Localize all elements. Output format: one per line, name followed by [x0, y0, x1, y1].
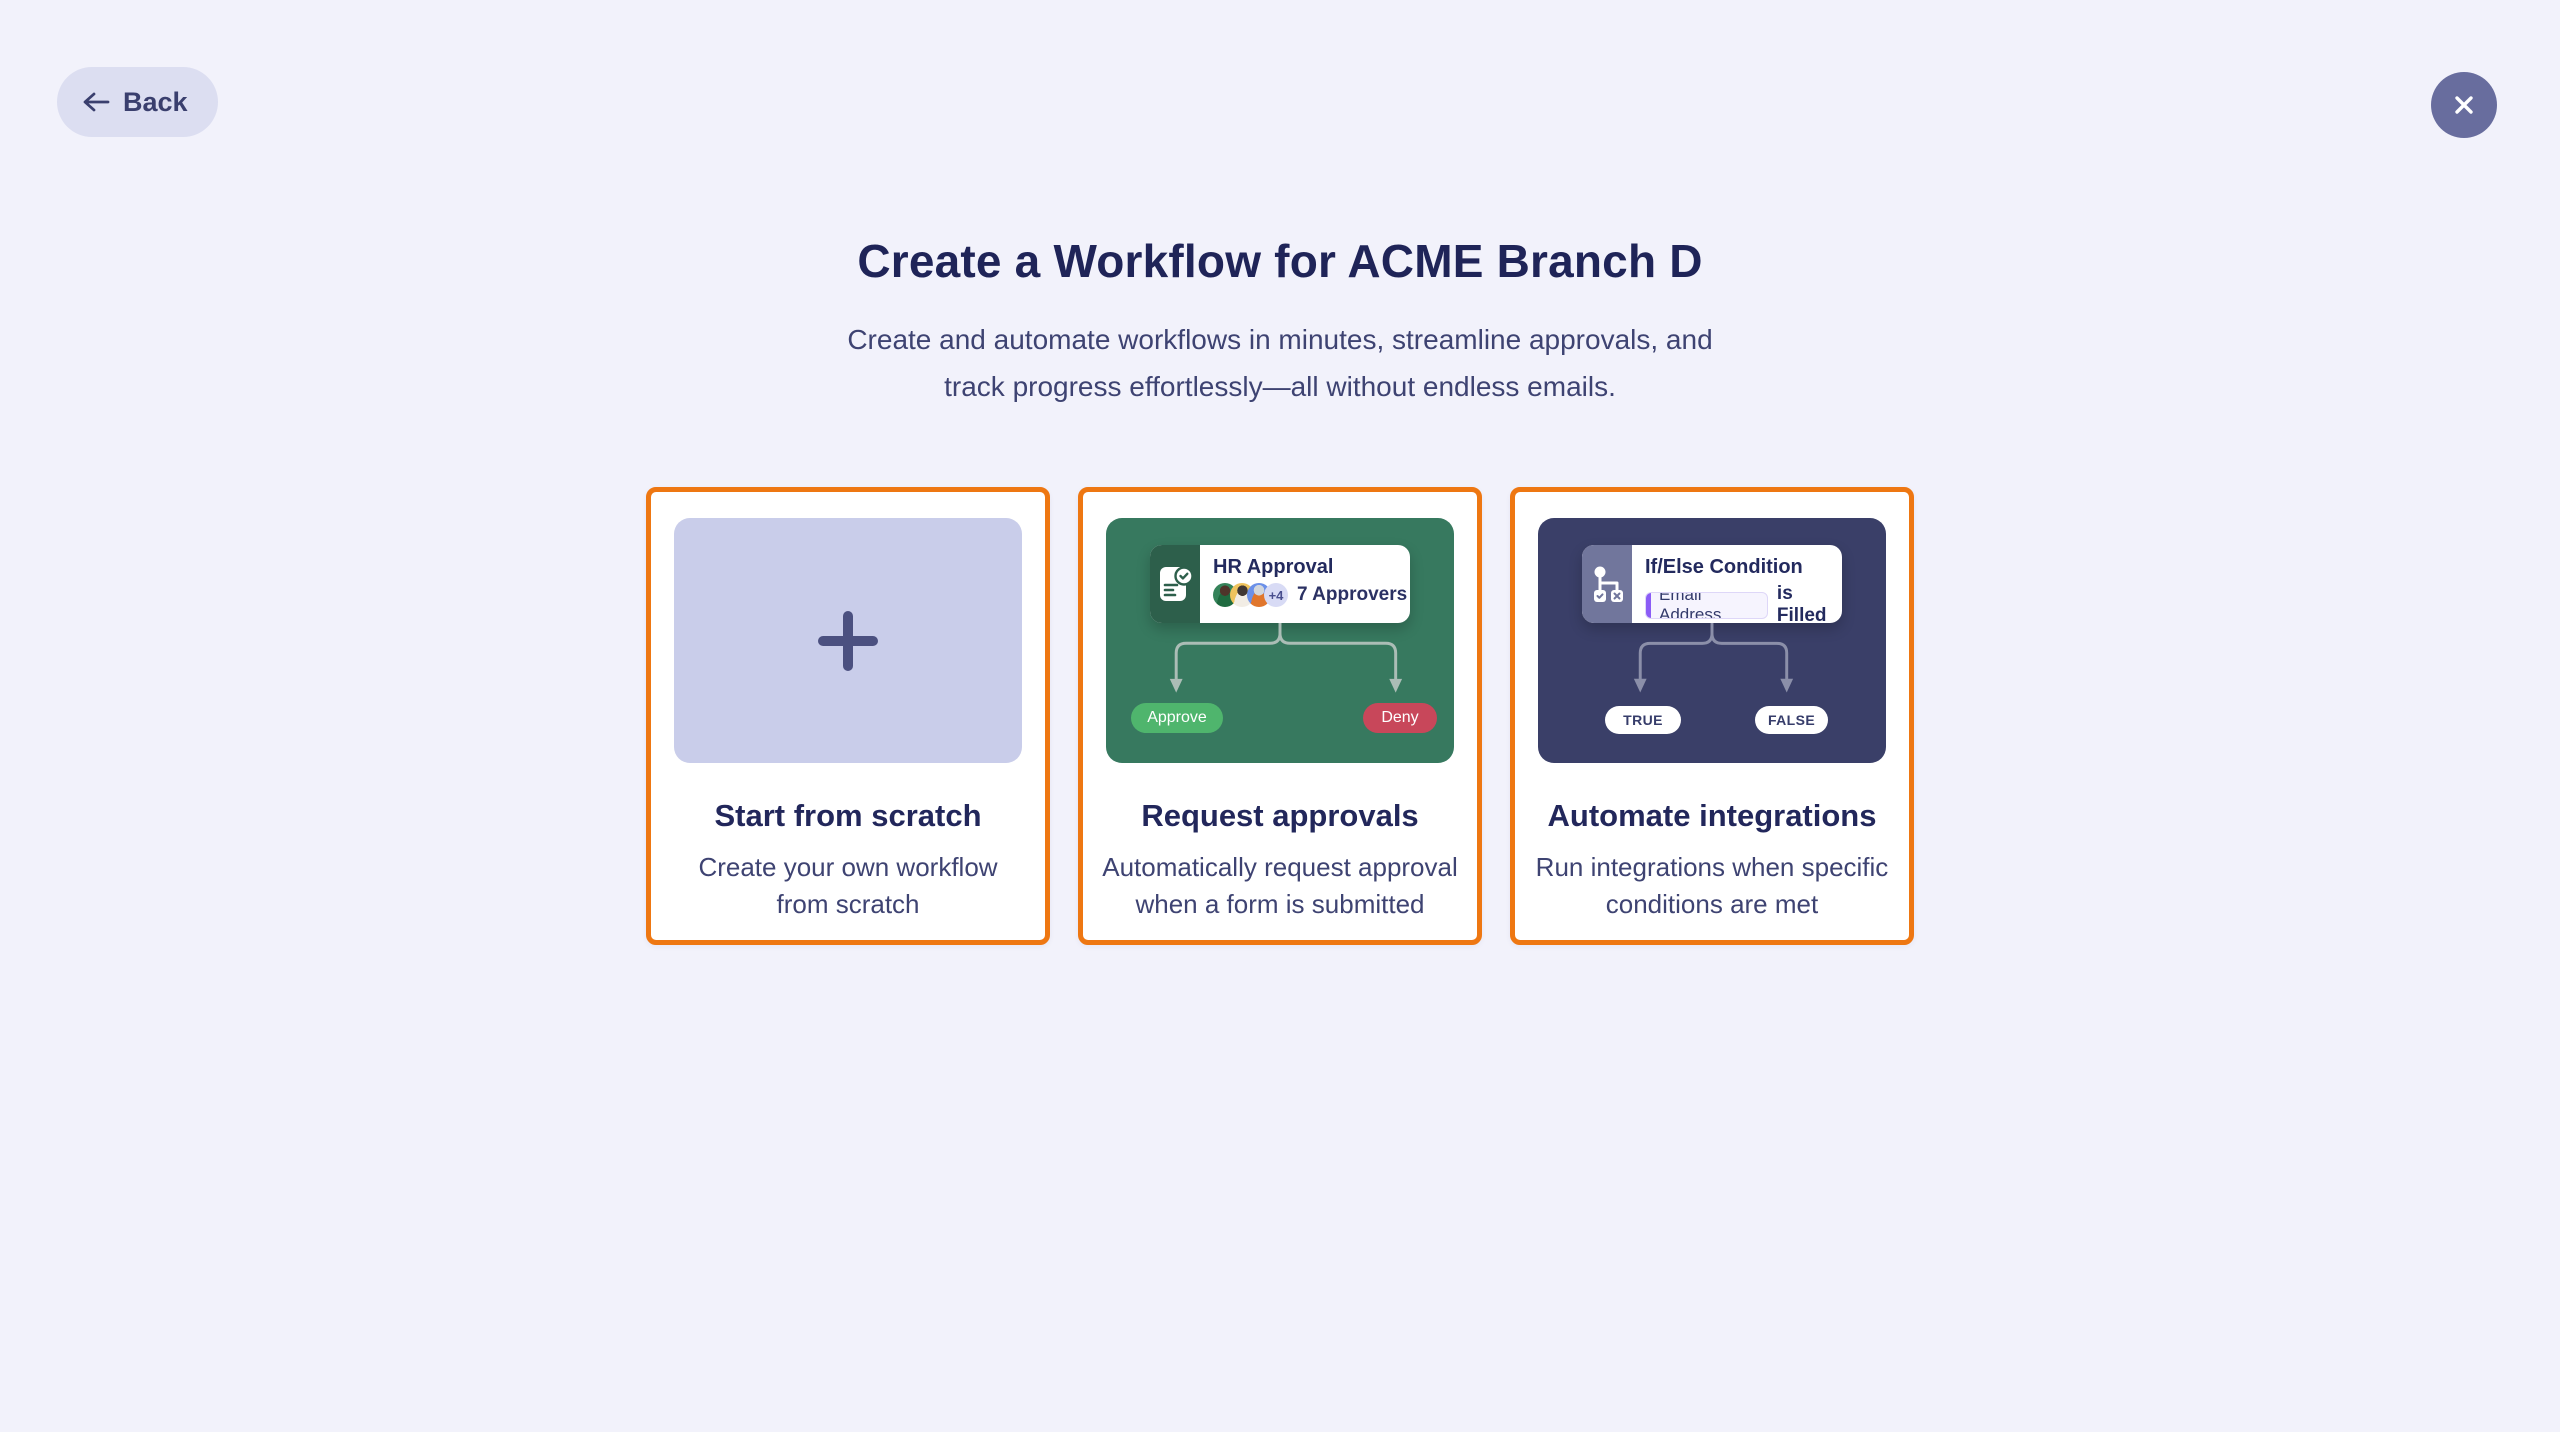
avatar-stack: +4 7 Approvers [1213, 583, 1410, 607]
card-description-line2: from scratch [776, 889, 920, 919]
page-title: Create a Workflow for ACME Branch D [857, 235, 1703, 287]
card-description: Automatically request approval when a fo… [1083, 849, 1477, 923]
window-bottom-edge [0, 1432, 2560, 1439]
approval-node: HR Approval +4 7 Approvers [1150, 545, 1410, 623]
false-pill: FALSE [1755, 706, 1828, 734]
scratch-preview-panel [674, 518, 1022, 763]
approvers-label: 7 Approvers [1297, 584, 1408, 605]
card-description: Run integrations when specific condition… [1515, 849, 1909, 923]
card-title: Automate integrations [1547, 798, 1877, 833]
true-pill: TRUE [1605, 706, 1681, 734]
back-arrow-icon [81, 90, 111, 114]
card-description-line1: Run integrations when specific [1535, 852, 1889, 882]
card-title: Request approvals [1141, 798, 1419, 833]
approve-pill: Approve [1131, 703, 1223, 733]
ifelse-node-title: If/Else Condition [1645, 556, 1803, 578]
integrations-preview-panel: If/Else Condition Email Address is Fille… [1538, 518, 1886, 763]
card-automate-integrations[interactable]: If/Else Condition Email Address is Fille… [1510, 487, 1914, 945]
approval-node-body: HR Approval +4 7 Approvers [1200, 545, 1410, 623]
back-button[interactable]: Back [57, 67, 218, 137]
card-description-line2: when a form is submitted [1135, 889, 1425, 919]
card-description: Create your own workflow from scratch [651, 849, 1045, 923]
template-cards-row: Start from scratch Create your own workf… [0, 487, 2560, 945]
card-description-line2: conditions are met [1605, 889, 1819, 919]
approvals-preview-panel: HR Approval +4 7 Approvers [1106, 518, 1454, 763]
plus-count-badge: +4 [1264, 583, 1288, 607]
branch-connector [1633, 623, 1794, 693]
ifelse-node: If/Else Condition Email Address is Fille… [1582, 545, 1842, 623]
close-button[interactable] [2431, 72, 2497, 138]
condition-label: is Filled [1776, 583, 1827, 623]
back-label: Back [123, 86, 188, 117]
plus-icon [815, 608, 881, 674]
approval-node-title: HR Approval [1213, 556, 1334, 578]
card-title: Start from scratch [714, 798, 982, 833]
approval-doc-icon [1150, 545, 1200, 623]
page-subtitle-line2: track progress effortlessly—all without … [944, 371, 1616, 402]
ifelse-node-body: If/Else Condition Email Address is Fille… [1632, 545, 1842, 623]
field-tag: Email Address [1645, 591, 1768, 619]
card-description-line1: Create your own workflow [698, 852, 998, 882]
condition-row: Email Address is Filled [1645, 583, 1842, 623]
branch-connector [1169, 623, 1403, 693]
card-request-approvals[interactable]: HR Approval +4 7 Approvers [1078, 487, 1482, 945]
field-tag-label: Email Address [1659, 591, 1722, 619]
close-icon [2449, 90, 2479, 120]
hero-section: Create a Workflow for ACME Branch D Crea… [0, 234, 2560, 410]
page-subtitle-line1: Create and automate workflows in minutes… [847, 324, 1713, 355]
deny-pill: Deny [1363, 703, 1437, 733]
card-start-from-scratch[interactable]: Start from scratch Create your own workf… [646, 487, 1050, 945]
branch-icon [1582, 545, 1632, 623]
field-tag-accent [1646, 592, 1651, 618]
card-description-line1: Automatically request approval [1102, 852, 1458, 882]
page-subtitle: Create and automate workflows in minutes… [0, 316, 2560, 410]
